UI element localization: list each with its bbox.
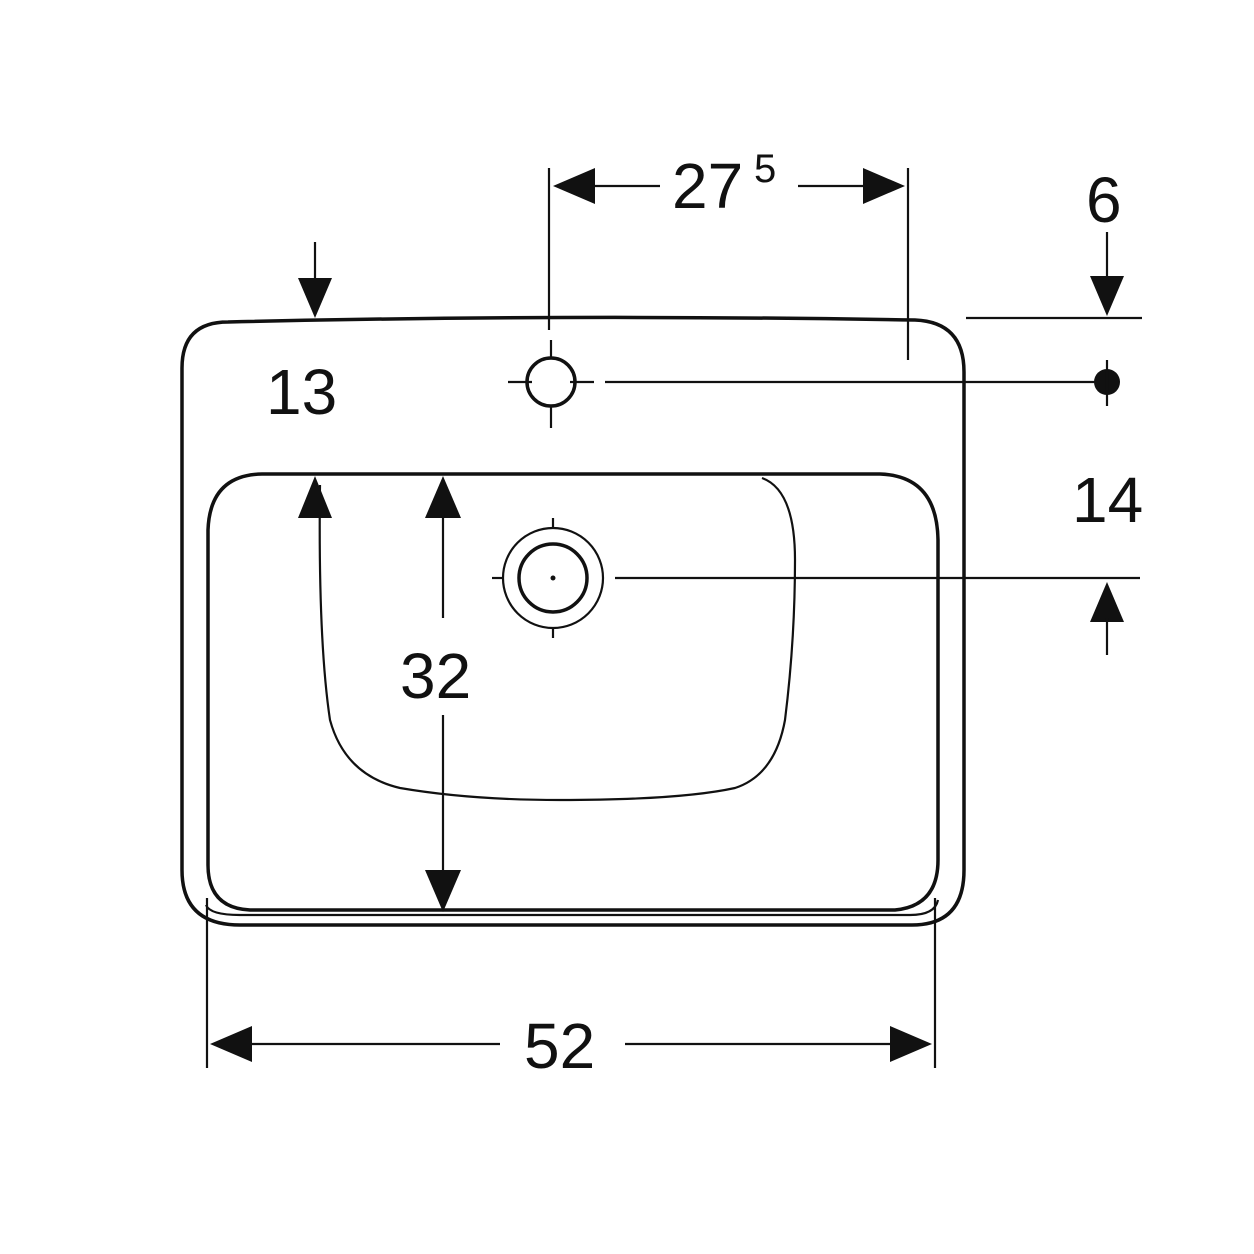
dimension-label-fourteen: 14 — [1072, 464, 1143, 536]
drain — [492, 518, 1140, 638]
dimension-label-six: 6 — [1086, 164, 1122, 236]
arrow-left-icon — [553, 168, 595, 204]
arrow-up-icon — [425, 476, 461, 518]
dimension-label-fifty-two: 52 — [524, 1010, 595, 1082]
arrow-down-icon — [425, 870, 461, 912]
dimension-top-width: 27 5 — [547, 147, 910, 360]
drain-center-dot — [550, 575, 556, 581]
tap-hole-circle — [525, 356, 577, 408]
basin-bowl — [318, 476, 797, 802]
tap-hole — [508, 340, 1098, 428]
basin-outer-rim — [180, 315, 966, 927]
arrow-down-icon — [298, 278, 332, 318]
dimension-right-middle: 14 — [1072, 464, 1143, 655]
basin-outline — [180, 315, 966, 927]
basin-front-lip — [204, 899, 940, 917]
bowl-rim-pointer — [298, 476, 332, 518]
dimension-left-top: 13 — [266, 242, 337, 428]
dimension-label-top-width: 27 — [672, 150, 743, 222]
drain-inner-ring — [517, 542, 589, 614]
dimension-overall-width: 52 — [205, 898, 937, 1082]
dimension-top-right-offset: 6 — [966, 164, 1142, 406]
arrow-left-icon — [210, 1026, 252, 1062]
arrow-up-icon — [1090, 582, 1124, 622]
arrow-right-icon — [890, 1026, 932, 1062]
dimension-label-thirteen: 13 — [266, 356, 337, 428]
arrow-down-icon — [1090, 276, 1124, 316]
dimension-label-top-width-superscript: 5 — [754, 147, 776, 191]
dimension-label-thirty-two: 32 — [400, 640, 471, 712]
arrow-right-icon — [863, 168, 905, 204]
basin-inner-rim — [206, 472, 940, 912]
dimension-bowl-depth: 32 — [400, 476, 471, 912]
arrow-up-icon — [298, 476, 332, 518]
